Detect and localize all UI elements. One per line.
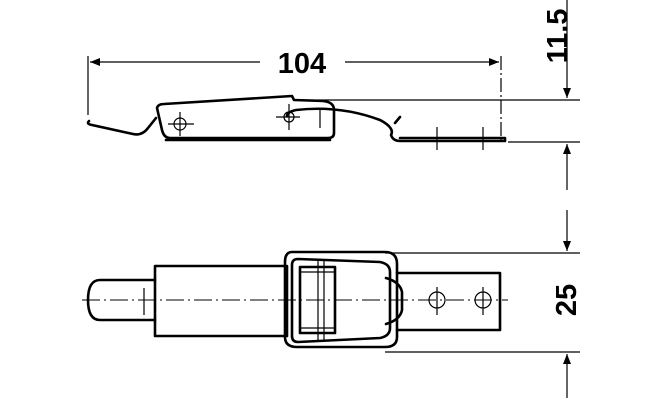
latch-side-view <box>86 94 507 150</box>
length-label: 104 <box>278 48 326 80</box>
width-dimension: 25 <box>385 210 583 398</box>
width-label: 25 <box>551 284 583 316</box>
latch-top-view <box>82 250 508 349</box>
height-label: 11.5 <box>542 9 574 64</box>
length-dimension: 104 <box>87 48 502 140</box>
height-dimension: 11.5 <box>300 0 580 190</box>
